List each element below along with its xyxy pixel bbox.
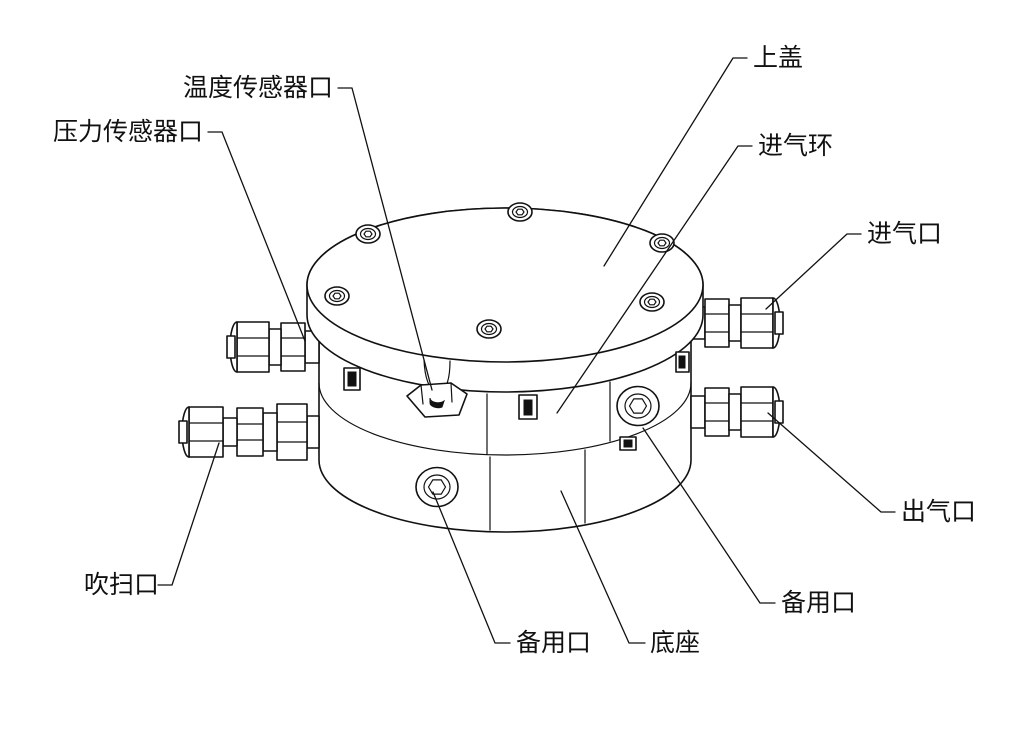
- label-air-outlet: 出气口: [901, 497, 976, 526]
- lid-bolt: [324, 286, 350, 306]
- purge-fitting: [178, 403, 320, 461]
- leader-temperature-sensor: [337, 87, 433, 391]
- leader-air-outlet: [767, 412, 896, 513]
- spare-plug-screw-right: [616, 385, 660, 427]
- leader-top-cover: [603, 57, 748, 267]
- lid-bolt: [649, 233, 675, 253]
- leader-spare-port-right: [642, 427, 776, 604]
- pressure-sensor-fitting: [226, 321, 320, 373]
- leader-pressure-sensor: [207, 131, 306, 342]
- outlet-fitting: [690, 386, 784, 438]
- body-slots: [343, 351, 690, 451]
- device-drawing: [178, 202, 784, 533]
- leader-purge-port: [157, 442, 220, 586]
- body-shape: [318, 337, 692, 533]
- lid-bolt: [355, 224, 381, 244]
- label-temperature-sensor-port: 温度传感器口: [183, 73, 333, 102]
- temperature-sensor-boss: [406, 359, 468, 418]
- label-spare-port-bottom: 备用口: [516, 628, 591, 657]
- label-base: 底座: [650, 628, 700, 657]
- label-air-inlet: 进气口: [867, 219, 942, 248]
- leader-air-inlet: [765, 233, 862, 310]
- label-spare-port-right: 备用口: [781, 588, 856, 617]
- lid-bolt: [507, 202, 533, 222]
- leader-intake-ring: [556, 145, 753, 414]
- label-pressure-sensor-port: 压力传感器口: [53, 117, 203, 146]
- body-panel-seams: [486, 381, 611, 531]
- leader-spare-port-bottom: [432, 491, 511, 644]
- top-cover-shape: [306, 207, 704, 393]
- lid-bolt: [476, 319, 502, 339]
- label-purge-port: 吹扫口: [84, 570, 159, 599]
- ring-base-seam: [318, 382, 692, 456]
- lid-bolt: [639, 292, 665, 312]
- label-intake-ring: 进气环: [758, 131, 833, 160]
- label-top-cover: 上盖: [753, 43, 803, 72]
- labels: 上盖 进气环 进气口 出气口 温度传感器口 压力传感器口 吹扫口 备用口 底座 …: [53, 43, 976, 657]
- leader-base: [560, 490, 646, 644]
- leader-lines: [157, 57, 896, 644]
